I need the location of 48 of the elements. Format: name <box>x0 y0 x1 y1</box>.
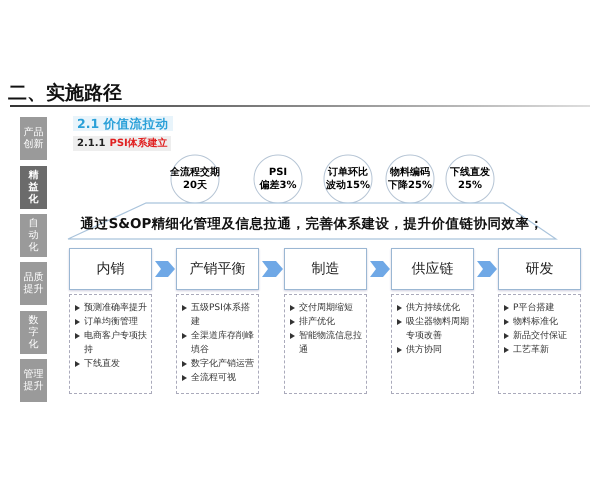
goal-banner: 通过S&OP精细化管理及信息拉通，完善体系建设，提升价值链协同效率； <box>66 202 558 240</box>
process-box: 供应链 <box>391 248 474 290</box>
bullet-item: 订单均衡管理 <box>74 315 150 329</box>
metric-circle: PSI 偏差3% <box>253 154 303 204</box>
bullet-item: 预测准确率提升 <box>74 301 150 315</box>
page-title: 二、实施路径 <box>8 81 122 106</box>
bullet-item: 新品交付保证 <box>503 329 579 343</box>
bullet-item: 吸尘器物料周期专项改善 <box>396 315 472 343</box>
section-heading: 2.1 价值流拉动 <box>73 116 172 131</box>
bullet-item: P平台搭建 <box>503 301 579 315</box>
metric-circle: 订单环比波动15% <box>323 154 373 204</box>
bullet-item: 全渠道库存削峰填谷 <box>181 329 257 357</box>
subsection-title: PSI体系建立 <box>109 136 171 151</box>
task-list-box <box>284 294 367 394</box>
metric-circle: 下线直发25% <box>445 154 495 204</box>
bullet-item: 下线直发 <box>74 357 150 371</box>
process-box: 制造 <box>284 248 367 290</box>
bullet-item: 五级PSI体系搭建 <box>181 301 257 329</box>
side-tab: 数字化 <box>20 311 47 354</box>
bullet-item: 全流程可视 <box>181 371 257 385</box>
process-box: 内销 <box>69 248 152 290</box>
chevron-arrow <box>262 261 283 277</box>
side-tab: 品质提升 <box>20 262 47 305</box>
bullet-item: 数字化产销运营 <box>181 357 257 371</box>
metric-circle: 物料编码下降25% <box>385 154 435 204</box>
side-tab: 精益化 <box>20 166 47 209</box>
process-box: 产销平衡 <box>176 248 259 290</box>
bullet-item: 供方协同 <box>396 343 472 357</box>
side-tab: 自动化 <box>20 214 47 257</box>
task-list-box <box>69 294 152 394</box>
chevron-arrow <box>370 261 390 277</box>
metric-circle: 全流程交期20天 <box>170 154 220 204</box>
task-list-box <box>391 294 474 394</box>
task-list-box <box>176 294 259 394</box>
subsection-number: 2.1.1 <box>73 136 110 151</box>
bullet-item: 供方持续优化 <box>396 301 472 315</box>
side-tab: 产品创新 <box>20 117 47 160</box>
bullet-item: 智能物流信息拉通 <box>289 329 365 357</box>
side-tab: 管理提升 <box>20 359 47 402</box>
bullet-item: 电商客户专项扶持 <box>74 329 150 357</box>
chevron-arrow <box>477 261 497 277</box>
chevron-arrow <box>155 261 175 277</box>
bullet-item: 工艺革新 <box>503 343 579 357</box>
bullet-item: 物料标准化 <box>503 315 579 329</box>
process-box: 研发 <box>498 248 581 290</box>
task-list-box <box>498 294 581 394</box>
bullet-item: 排产优化 <box>289 315 365 329</box>
bullet-item: 交付周期缩短 <box>289 301 365 315</box>
